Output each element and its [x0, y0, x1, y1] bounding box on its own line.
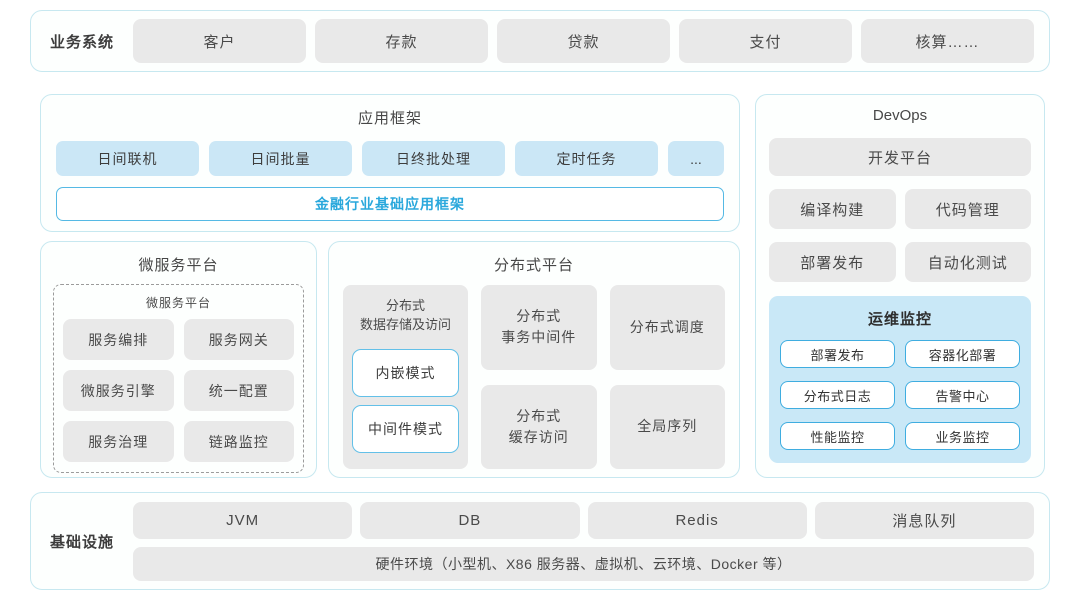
- devops-deploy-release: 部署发布: [769, 242, 896, 282]
- business-item-payment: 支付: [679, 19, 852, 63]
- infra-message-queue: 消息队列: [814, 501, 1034, 539]
- distributed-transaction-middleware: 分布式 事务中间件: [481, 285, 597, 370]
- distributed-platform-title: 分布式平台: [493, 257, 574, 274]
- app-framework-item-eod-batch: 日终批处理: [362, 141, 505, 176]
- microservice-grid: 服务编排 服务网关 微服务引擎 统一配置 服务治理 链路监控: [63, 319, 294, 462]
- distributed-storage-label: 分布式 数据存储及访问: [359, 298, 451, 332]
- storage-mode-embedded: 内嵌模式: [352, 348, 459, 397]
- microservice-platform-title: 微服务平台: [138, 257, 219, 274]
- financial-base-framework-box: 金融行业基础应用框架: [56, 187, 724, 221]
- microservice-item-orchestration: 服务编排: [63, 319, 174, 360]
- infra-jvm: JVM: [133, 501, 353, 539]
- app-framework-item-daytime-online: 日间联机: [56, 141, 199, 176]
- microservice-item-tracing: 链路监控: [183, 421, 294, 462]
- devops-dev-platform: 开发平台: [769, 138, 1031, 176]
- devops-code-management: 代码管理: [904, 189, 1031, 229]
- app-framework-panel: 应用框架 日间联机 日间批量 日终批处理 定时任务 ... 金融行业基础应用框架: [40, 94, 740, 232]
- app-framework-row: 日间联机 日间批量 日终批处理 定时任务 ...: [56, 141, 724, 176]
- business-systems-label: 业务系统: [49, 33, 114, 51]
- distributed-cache-access: 分布式 缓存访问: [481, 384, 597, 469]
- ops-monitoring-title: 运维监控: [867, 311, 932, 328]
- distributed-column-3: 分布式调度 全局序列: [609, 285, 725, 469]
- monitor-business: 业务监控: [905, 422, 1020, 450]
- monitor-deploy-release: 部署发布: [780, 340, 895, 368]
- app-framework-item-daytime-batch: 日间批量: [209, 141, 352, 176]
- app-framework-title: 应用框架: [357, 110, 422, 127]
- devops-title: DevOps: [872, 107, 928, 124]
- business-item-accounting: 核算……: [861, 19, 1034, 63]
- infra-redis: Redis: [587, 501, 807, 539]
- ops-monitoring-grid: 部署发布 容器化部署 分布式日志 告警中心 性能监控 业务监控: [780, 340, 1020, 450]
- monitor-containerized-deployment: 容器化部署: [905, 340, 1020, 368]
- infrastructure-panel: 基础设施 JVM DB Redis 消息队列 硬件环境（小型机、X86 服务器、…: [30, 492, 1050, 590]
- monitor-performance: 性能监控: [780, 422, 895, 450]
- infra-db: DB: [360, 501, 580, 539]
- distributed-platform-panel: 分布式平台 分布式 数据存储及访问 内嵌模式 中间件模式 分布式 事务中间件 分…: [328, 241, 740, 478]
- distributed-content: 分布式 数据存储及访问 内嵌模式 中间件模式 分布式 事务中间件 分布式 缓存访…: [343, 285, 725, 469]
- microservice-inner-box: 微服务平台 服务编排 服务网关 微服务引擎 统一配置 服务治理 链路监控: [53, 284, 304, 473]
- app-framework-item-scheduled-task: 定时任务: [515, 141, 658, 176]
- infrastructure-content: JVM DB Redis 消息队列 硬件环境（小型机、X86 服务器、虚拟机、云…: [133, 501, 1034, 581]
- devops-build: 编译构建: [769, 189, 896, 229]
- microservice-item-engine: 微服务引擎: [63, 370, 174, 411]
- microservice-item-config: 统一配置: [183, 370, 294, 411]
- app-framework-item-more: ...: [668, 141, 724, 176]
- global-sequence: 全局序列: [609, 384, 725, 469]
- microservice-platform-panel: 微服务平台 微服务平台 服务编排 服务网关 微服务引擎 统一配置 服务治理 链路…: [40, 241, 317, 478]
- distributed-storage-box: 分布式 数据存储及访问 内嵌模式 中间件模式: [343, 285, 468, 469]
- devops-row-2: 部署发布 自动化测试: [769, 242, 1031, 282]
- business-systems-row: 客户 存款 贷款 支付 核算……: [133, 19, 1034, 63]
- distributed-column-2: 分布式 事务中间件 分布式 缓存访问: [481, 285, 597, 469]
- microservice-item-gateway: 服务网关: [183, 319, 294, 360]
- monitor-alert-center: 告警中心: [905, 381, 1020, 409]
- distributed-scheduling: 分布式调度: [609, 285, 725, 370]
- business-item-customer: 客户: [133, 19, 306, 63]
- ops-monitoring-panel: 运维监控 部署发布 容器化部署 分布式日志 告警中心 性能监控 业务监控: [769, 296, 1031, 463]
- business-systems-panel: 业务系统 客户 存款 贷款 支付 核算……: [30, 10, 1050, 72]
- microservice-inner-title: 微服务平台: [145, 296, 211, 310]
- monitor-distributed-logs: 分布式日志: [780, 381, 895, 409]
- microservice-item-governance: 服务治理: [63, 421, 174, 462]
- hardware-environment-box: 硬件环境（小型机、X86 服务器、虚拟机、云环境、Docker 等）: [133, 546, 1034, 581]
- business-item-loan: 贷款: [497, 19, 670, 63]
- infrastructure-label: 基础设施: [49, 533, 114, 551]
- storage-mode-middleware: 中间件模式: [352, 404, 459, 453]
- devops-row-1: 编译构建 代码管理: [769, 189, 1031, 229]
- infrastructure-row: JVM DB Redis 消息队列: [133, 501, 1034, 539]
- devops-automated-testing: 自动化测试: [904, 242, 1031, 282]
- business-item-deposit: 存款: [315, 19, 488, 63]
- devops-panel: DevOps 开发平台 编译构建 代码管理 部署发布 自动化测试 运维监控 部署…: [755, 94, 1045, 478]
